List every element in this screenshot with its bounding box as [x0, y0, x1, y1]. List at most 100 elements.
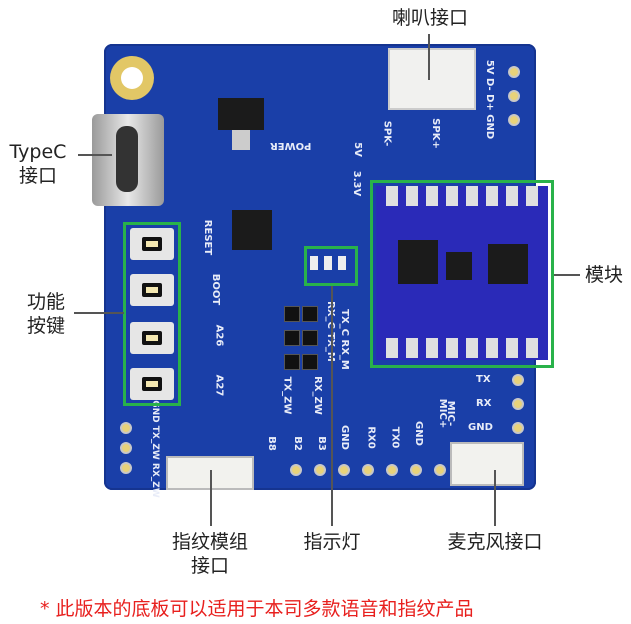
function-button-4[interactable] — [130, 368, 174, 400]
silk-left-header: GND TX_ZW RX_ZW — [149, 400, 160, 498]
silk-rx: RX — [476, 398, 492, 409]
callout-line-module — [554, 274, 580, 276]
fingerprint-label: 指纹模组 接口 — [158, 530, 262, 578]
pin — [314, 464, 326, 476]
pin — [512, 398, 524, 410]
module-pad — [446, 186, 458, 206]
pin — [120, 422, 132, 434]
silk-tx-zw: TX_ZW — [281, 376, 293, 415]
pin — [508, 66, 520, 78]
module-pad — [526, 338, 538, 358]
module-pad — [426, 338, 438, 358]
pin — [386, 464, 398, 476]
silk-rx-zw: RX_ZW — [311, 376, 323, 415]
module-chip-1 — [398, 240, 438, 284]
callout-line-fingerprint — [210, 470, 212, 526]
module-pad — [426, 186, 438, 206]
silk-b3: B3 — [315, 436, 327, 451]
function-button-2[interactable] — [130, 274, 174, 306]
mcu-chip — [232, 210, 272, 250]
silk-5v: 5V — [351, 142, 363, 157]
speaker-connector — [388, 48, 476, 110]
silk-mic-plus: MIC+ — [437, 398, 449, 429]
mic-connector — [450, 442, 524, 486]
module-pad — [486, 338, 498, 358]
silk-power: POWER — [270, 140, 312, 151]
callout-line-mic — [494, 470, 496, 526]
module-pad — [526, 186, 538, 206]
indicator-label: 指示灯 — [303, 531, 361, 553]
jumper-pin — [302, 354, 318, 370]
pin — [410, 464, 422, 476]
callout-line-typec — [78, 154, 112, 156]
indicator-highlight — [304, 246, 358, 286]
module-pad — [406, 338, 418, 358]
module-chip-2 — [446, 252, 472, 280]
silk-b8: B8 — [265, 436, 277, 451]
pin — [338, 464, 350, 476]
buttons-label: 功能 按键 — [18, 290, 74, 338]
silk-tx: TX — [476, 374, 491, 385]
typec-label-line2: 接口 — [18, 165, 57, 187]
buttons-highlight — [123, 222, 181, 406]
buttons-label-line1: 功能 — [26, 291, 65, 313]
function-button-1[interactable] — [130, 228, 174, 260]
module-highlight — [370, 180, 554, 368]
footnote: * 此版本的底板可以适用于本司多款语音和指纹产品 — [40, 598, 474, 620]
pin — [120, 462, 132, 474]
silk-a27: A27 — [213, 374, 225, 397]
fingerprint-label-line2: 接口 — [190, 555, 229, 577]
module-chip-3 — [488, 244, 528, 284]
typec-label: TypeC 接口 — [0, 140, 76, 188]
silk-a26: A26 — [213, 324, 225, 347]
silk-rx0: RX0 — [365, 426, 377, 449]
pin — [508, 90, 520, 102]
pin — [512, 374, 524, 386]
pin — [434, 464, 446, 476]
jumper-pin — [302, 306, 318, 322]
mic-label: 麦克风接口 — [447, 531, 543, 553]
silk-spk-minus: SPK- — [381, 120, 393, 147]
led-3 — [338, 256, 346, 270]
fingerprint-label-line1: 指纹模组 — [171, 531, 248, 553]
silk-b2: B2 — [291, 436, 303, 451]
pin — [362, 464, 374, 476]
regulator-chip — [218, 98, 264, 130]
module-pad — [506, 186, 518, 206]
typec-label-line1: TypeC — [9, 141, 67, 163]
typec-port — [92, 114, 164, 206]
led-1 — [310, 256, 318, 270]
jumper-pin — [302, 330, 318, 346]
silk-txc-rxm: TX_C RX_M — [338, 309, 350, 370]
jumper-pin — [284, 354, 300, 370]
function-button-3[interactable] — [130, 322, 174, 354]
module-pad — [466, 338, 478, 358]
module-pad — [386, 186, 398, 206]
callout-line-buttons — [74, 312, 124, 314]
silk-gnd-right: GND — [468, 422, 493, 433]
speaker-label: 喇叭接口 — [391, 7, 468, 29]
silk-boot: BOOT — [210, 273, 222, 306]
jumper-pin — [284, 330, 300, 346]
pin — [290, 464, 302, 476]
module-pad — [406, 186, 418, 206]
module-pad — [466, 186, 478, 206]
buttons-label-line2: 按键 — [26, 315, 65, 337]
silk-gnd-2: GND — [412, 421, 424, 446]
voice-module — [376, 186, 548, 360]
led-2 — [324, 256, 332, 270]
module-pad — [446, 338, 458, 358]
jumper-pin — [284, 306, 300, 322]
callout-line-indicator — [331, 286, 333, 526]
pin — [508, 114, 520, 126]
module-pad — [486, 186, 498, 206]
pin — [120, 442, 132, 454]
module-pad — [386, 338, 398, 358]
silk-spk-plus: SPK+ — [429, 118, 441, 149]
pin — [512, 422, 524, 434]
mounting-hole — [110, 56, 154, 100]
silk-reset: RESET — [202, 219, 214, 256]
silk-gnd: GND — [338, 425, 350, 450]
silk-3v3: 3.3V — [351, 170, 363, 197]
callout-line-speaker — [428, 34, 430, 80]
